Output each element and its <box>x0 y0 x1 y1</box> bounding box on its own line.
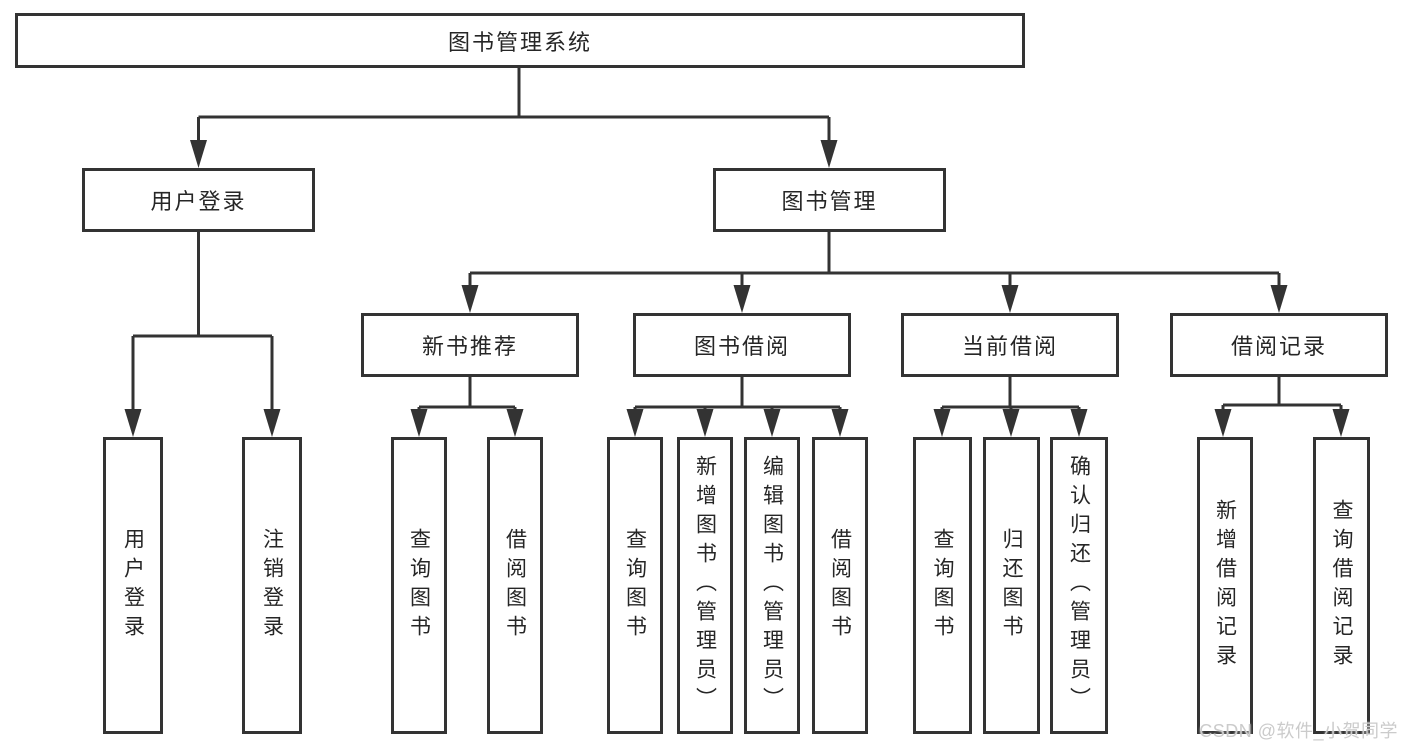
arrowhead-icon <box>190 140 207 168</box>
arrowheads <box>124 140 1350 437</box>
leaf-records-query-record: 查询借阅记录 <box>1313 437 1370 734</box>
node-current-borrow: 当前借阅 <box>901 313 1119 377</box>
arrowhead-icon <box>831 409 849 437</box>
node-borrow-records-label: 借阅记录 <box>1230 334 1327 359</box>
arrowhead-icon <box>820 140 838 168</box>
leaf-current-confirm-return-admin: 确认归还（管理员） <box>1050 437 1108 734</box>
connector-book-management-to-level3 <box>468 232 1281 289</box>
leaf-newbook-borrow-books-label: 借阅图书 <box>503 527 527 644</box>
arrowhead-icon <box>263 409 281 437</box>
arrowhead-icon <box>506 409 524 437</box>
leaf-borrow-borrow-books-label: 借阅图书 <box>828 527 852 644</box>
leaf-newbook-query-books-label: 查询图书 <box>407 527 431 644</box>
leaf-records-add-record-label: 新增借阅记录 <box>1213 498 1237 673</box>
leaf-borrow-edit-books-admin: 编辑图书（管理员） <box>744 437 800 734</box>
arrowhead-icon <box>1332 409 1350 437</box>
leaf-current-confirm-return-admin-label: 确认归还（管理员） <box>1067 455 1091 716</box>
leaf-borrow-query-books: 查询图书 <box>607 437 663 734</box>
leaf-user-login-label: 用户登录 <box>121 527 145 644</box>
connector-elbows <box>131 68 1343 414</box>
arrowhead-icon <box>733 285 751 313</box>
connector-user-login-to-leaves <box>131 232 274 414</box>
node-borrow-records: 借阅记录 <box>1170 313 1388 377</box>
arrowhead-icon <box>933 409 951 437</box>
leaf-borrow-add-books-admin-label: 新增图书（管理员） <box>693 455 717 716</box>
leaf-newbook-query-books: 查询图书 <box>391 437 447 734</box>
leaf-user-login: 用户登录 <box>103 437 163 734</box>
leaf-borrow-query-books-label: 查询图书 <box>623 527 647 644</box>
leaf-borrow-add-books-admin: 新增图书（管理员） <box>677 437 733 734</box>
connector-root-to-level2 <box>197 68 831 148</box>
arrowhead-icon <box>626 409 644 437</box>
arrowhead-icon <box>696 409 714 437</box>
leaf-current-return-books-label: 归还图书 <box>1000 527 1023 644</box>
leaf-borrow-borrow-books: 借阅图书 <box>812 437 868 734</box>
leaf-current-query-books: 查询图书 <box>913 437 972 734</box>
arrowhead-icon <box>1270 285 1288 313</box>
leaf-borrow-edit-books-admin-label: 编辑图书（管理员） <box>760 455 784 716</box>
node-user-login-label: 用户登录 <box>150 189 247 214</box>
leaf-current-return-books: 归还图书 <box>983 437 1040 734</box>
node-book-borrow: 图书借阅 <box>633 313 851 377</box>
node-root: 图书管理系统 <box>15 13 1025 68</box>
leaf-logout: 注销登录 <box>242 437 302 734</box>
leaf-current-query-books-label: 查询图书 <box>931 527 954 644</box>
connector-new-book-to-leaves <box>417 377 517 413</box>
arrowhead-icon <box>1214 409 1232 437</box>
node-book-management-label: 图书管理 <box>781 189 878 214</box>
node-root-label: 图书管理系统 <box>447 29 592 55</box>
watermark: CSDN @软件_小贺同学 <box>1199 721 1398 741</box>
node-new-book-recommend: 新书推荐 <box>361 313 579 377</box>
connector-book-borrow-to-leaves <box>633 377 842 413</box>
arrowhead-icon <box>461 285 479 313</box>
arrowhead-icon <box>124 409 142 437</box>
arrowhead-icon <box>1070 409 1088 437</box>
node-book-management: 图书管理 <box>713 168 946 232</box>
arrowhead-icon <box>763 409 781 437</box>
leaf-logout-label: 注销登录 <box>260 527 284 644</box>
leaf-newbook-borrow-books: 借阅图书 <box>487 437 543 734</box>
node-new-book-recommend-label: 新书推荐 <box>421 334 518 359</box>
arrowhead-icon <box>1002 409 1020 437</box>
node-current-borrow-label: 当前借阅 <box>961 334 1058 359</box>
arrowhead-icon <box>1001 285 1019 313</box>
connector-current-borrow-to-leaves <box>940 377 1081 413</box>
leaf-records-query-record-label: 查询借阅记录 <box>1330 498 1353 673</box>
leaf-records-add-record: 新增借阅记录 <box>1197 437 1253 734</box>
arrowhead-icon <box>410 409 428 437</box>
node-user-login: 用户登录 <box>82 168 315 232</box>
node-book-borrow-label: 图书借阅 <box>693 334 790 359</box>
connector-borrow-records-to-leaves <box>1221 377 1343 413</box>
